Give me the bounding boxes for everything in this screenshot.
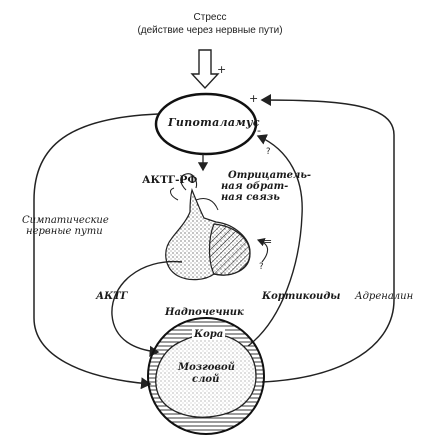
adrenaline-plus-sign: + <box>249 92 259 105</box>
negative-feedback-label-1: Отрицатель- <box>228 170 312 181</box>
sympathetic-label-1: Симпатические <box>22 215 109 226</box>
sympathetic-pathway <box>33 113 159 390</box>
stress-subtitle: (действие через нервные пути) <box>137 25 283 36</box>
adrenaline-pathway <box>260 94 395 383</box>
acth-rf-label: АКТГ-РФ <box>142 174 198 186</box>
feedback-minus-sign: - <box>257 124 261 137</box>
adrenaline-label: Адреналин <box>355 291 414 302</box>
corticoid-feedback-pathway <box>247 134 303 347</box>
cortex-label: Кора <box>192 329 226 340</box>
negative-feedback-label-3: ная связь <box>221 192 280 203</box>
stress-title: Стресс <box>193 12 227 23</box>
adrenal-label: Надпочечник <box>165 307 244 318</box>
adrenal-gland <box>147 317 265 435</box>
stress-plus-sign: + <box>217 63 227 76</box>
hypothalamus-oval <box>154 92 258 156</box>
pituitary-question-mark: ? <box>259 262 264 272</box>
negative-feedback-label-2: ная обрат- <box>221 181 289 192</box>
acth-pathway <box>111 260 183 357</box>
sympathetic-label-2: нервные пути <box>26 226 103 237</box>
pituitary-equals-sign: = <box>263 235 273 248</box>
medulla-label-2: слой <box>192 374 220 385</box>
short-feedback-pathway <box>256 237 269 263</box>
acth-label: АКТГ <box>96 291 128 302</box>
pituitary-gland <box>165 173 251 281</box>
stress-arrow <box>190 49 220 90</box>
medulla-label-1: Мозговой <box>178 362 235 373</box>
hypothalamus-label: Гипоталамус <box>168 116 260 129</box>
corticoids-label: Кортикоиды <box>262 291 341 302</box>
feedback-question-mark: ? <box>266 147 271 157</box>
